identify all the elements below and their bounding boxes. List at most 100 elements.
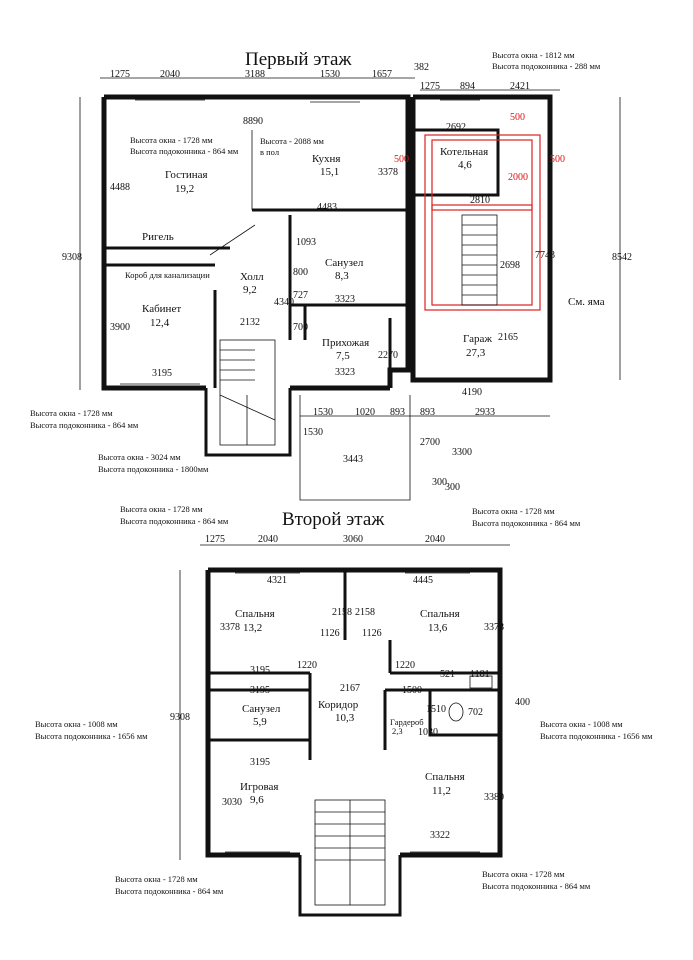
dim: 1093 [296,237,316,248]
bathtub-icon [469,675,493,689]
dim: 3030 [222,797,242,808]
dim: 9308 [170,712,190,723]
floor2-title: Второй этаж [282,509,385,530]
dim: 7743 [535,250,555,261]
room-name: Санузел [325,257,364,269]
room-name: Спальня [235,608,275,620]
dim: 3443 [343,454,363,465]
note: Высота окна - 1008 мм [35,719,118,729]
label-korob: Короб для канализации [125,270,210,280]
dim: 3900 [110,322,130,333]
wall-boiler-room [411,128,500,197]
wall-f2-bathroom2 [428,688,502,737]
dim: 2421 [510,81,530,92]
dim: 1510 [426,704,446,715]
label-v-pol: в пол [260,147,280,157]
room-name: Кухня [312,153,340,165]
room-name: Прихожая [322,337,369,349]
dim: 1530 [303,427,323,438]
floor1-plan [79,77,621,501]
dim: 1126 [362,628,382,639]
dim: 2132 [240,317,260,328]
dim: 3060 [343,534,363,545]
room-name: Санузел [242,703,281,715]
dim: 1126 [320,628,340,639]
dim: 3300 [452,447,472,458]
note: Высота окна - 1728 мм [130,135,213,145]
dim: 3322 [430,830,450,841]
dim: 4340 [274,297,294,308]
room-area: 15,1 [320,166,339,178]
dim: 3378 [378,167,398,178]
room-name: Игровая [240,781,278,793]
dim: 1020 [355,407,375,418]
room-area: 19,2 [175,183,194,195]
dim: 500 [394,154,409,165]
dim: 1275 [205,534,225,545]
room-area: 4,6 [458,159,472,171]
dim: 400 [515,697,530,708]
room-area: 12,4 [150,317,170,329]
room-name: Спальня [420,608,460,620]
room-area: 10,3 [335,712,355,724]
dim: 500 [550,154,565,165]
note: Высота подоконника - 864 мм [115,886,224,896]
dim: 2167 [340,683,360,694]
wall-garage [410,94,553,383]
dim: 1275 [420,81,440,92]
dim: 1500 [402,685,422,696]
dim: 1657 [372,69,392,80]
dim: 893 [390,407,405,418]
note: Высота окна - 1728 мм [115,874,198,884]
room-name: Гостиная [165,169,208,181]
dim: 8542 [612,252,632,263]
dim: 4488 [110,182,130,193]
dim: 2158 [332,607,352,618]
main-stair-steps [219,349,276,445]
dim: 2165 [498,332,518,343]
dim: 300 [432,477,447,488]
note: Высота подоконника - 288 мм [492,61,601,71]
main-stairs-f1 [219,339,276,446]
pit-stairs [461,214,498,306]
label-yama: См. яма [568,296,605,308]
dim: 1275 [110,69,130,80]
f2-stair-steps [315,800,385,905]
dim: 3323 [335,294,355,305]
room-area: 9,6 [250,794,264,806]
dim: 2040 [160,69,180,80]
dim: 1030 [418,727,438,738]
room-area: 8,3 [335,270,349,282]
room-name: Спальня [425,771,465,783]
wall-f2-outer-left [205,570,300,858]
room-name: Коридор [318,699,359,711]
note: Высота подоконника - 1656 мм [540,731,653,741]
dim: 702 [468,707,483,718]
dim: 2810 [470,195,490,206]
label-rigel: Ригель [142,231,174,243]
room-name: Кабинет [142,303,181,315]
room-name: Котельная [440,146,488,158]
room-area: 13,6 [428,622,448,634]
room-area: 7,5 [336,350,350,362]
wall-f1-main-left [101,97,206,391]
dim: 2040 [258,534,278,545]
note: Высота окна - 1728 мм [30,408,113,418]
dim: 1181 [470,669,490,680]
note: Высота подоконника - 864 мм [120,516,229,526]
wall-stair-bay [204,388,292,457]
line-rigel [209,224,256,256]
dim: 4483 [317,202,337,213]
dim: 4321 [267,575,287,586]
dim: 3195 [250,665,270,676]
dim: 2000 [508,172,528,183]
room-area: 13,2 [243,622,262,634]
room-name: Гараж [463,333,492,345]
dim: 9308 [62,252,82,263]
dim: 3195 [250,685,270,696]
room-area: 5,9 [253,716,267,728]
dim: 4190 [462,387,482,398]
label-garderob: Гардероб [390,717,424,727]
dim: 2692 [446,122,466,133]
